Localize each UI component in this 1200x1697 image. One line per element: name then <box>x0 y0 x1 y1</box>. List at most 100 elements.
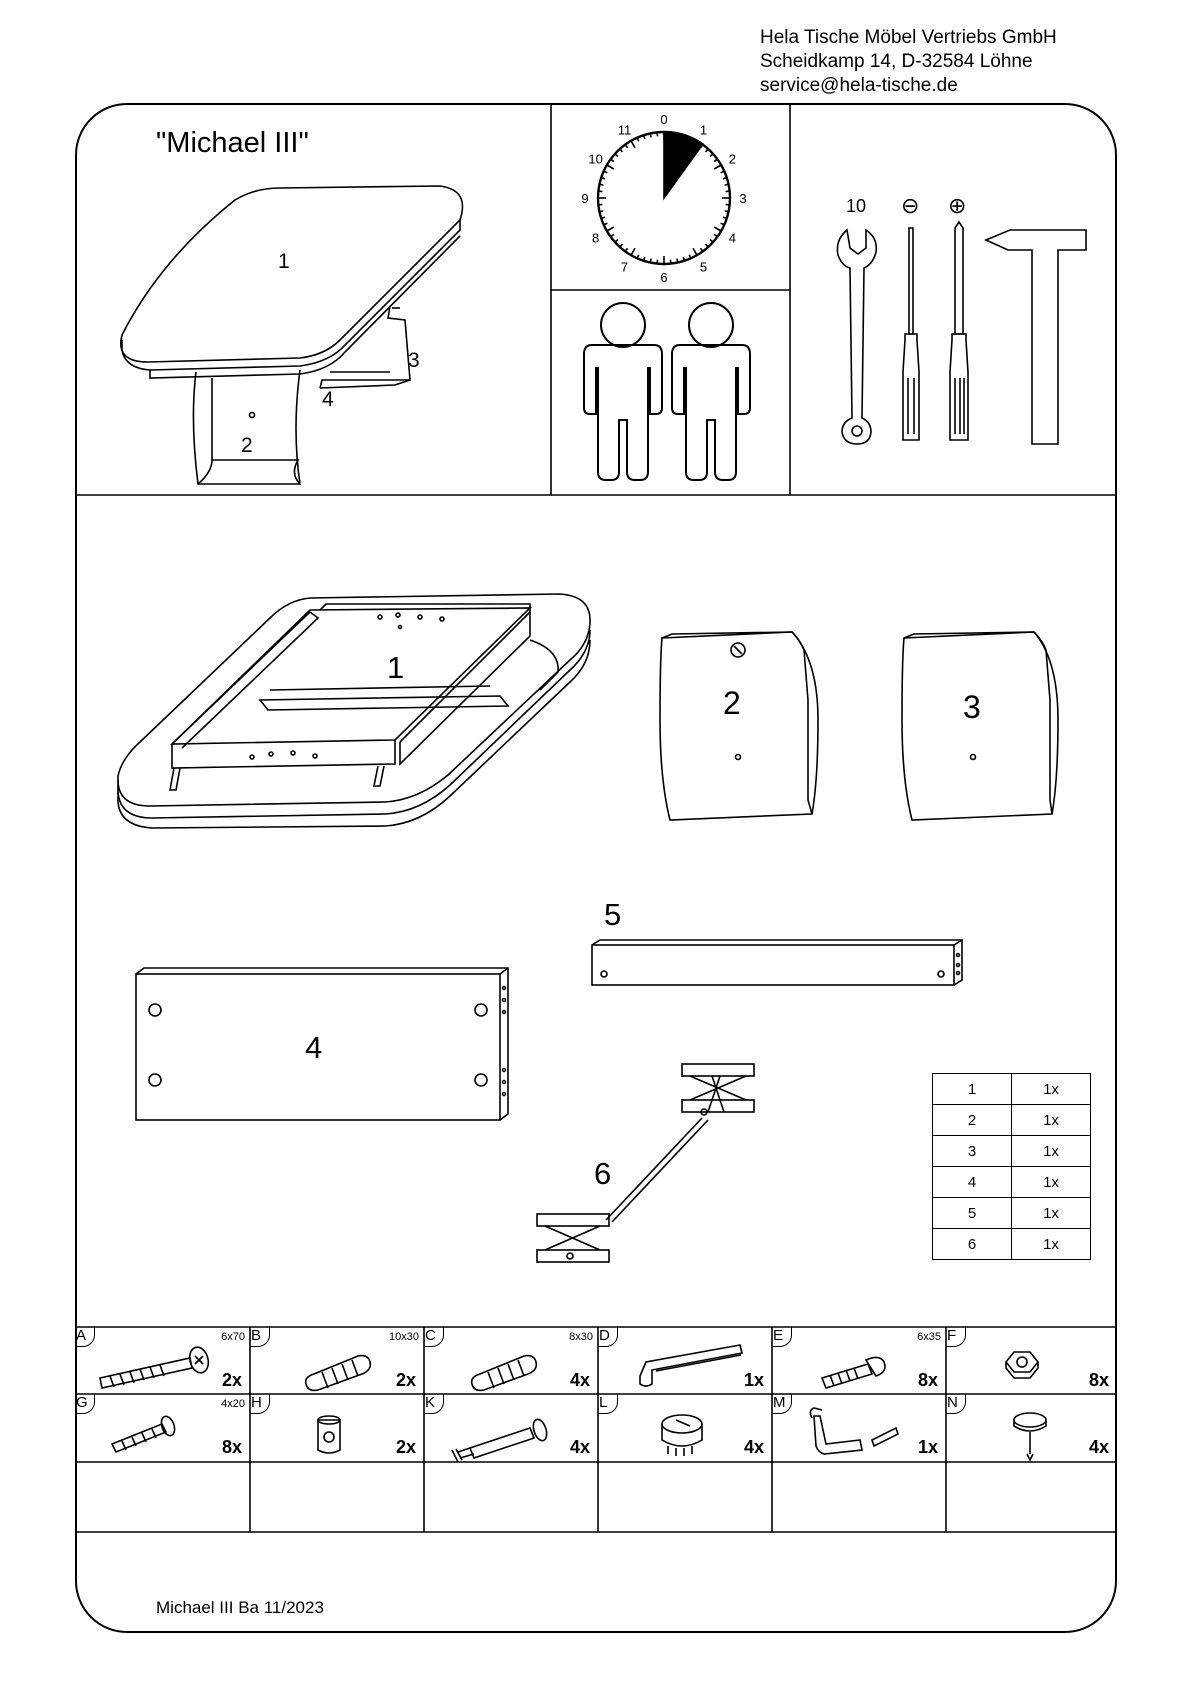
clock-tick <box>599 183 604 186</box>
hardware-L-leveler-icon <box>661 1414 703 1456</box>
company-name: Hela Tische Möbel Vertriebs GmbH <box>760 27 1057 48</box>
clock-tick <box>642 134 646 140</box>
clock-number: 3 <box>739 191 746 206</box>
part-1-tabletop-drawing <box>117 593 591 829</box>
part-qty-cell: 1x <box>1011 1104 1091 1136</box>
clock-number: 7 <box>621 259 628 274</box>
part-6-mechanism-drawing <box>536 1063 755 1263</box>
clock-tick <box>619 148 624 153</box>
phillips-screwdriver-icon <box>949 220 969 441</box>
hardware-letter: A <box>75 1327 95 1347</box>
part-qty-cell: 1x <box>1011 1197 1091 1229</box>
product-title: "Michael III" <box>156 127 309 159</box>
hardware-size: 8x30 <box>569 1331 593 1343</box>
hardware-qty: 8x <box>221 1437 242 1457</box>
clock-tick <box>682 134 686 140</box>
part-label-6: 6 <box>594 1156 611 1191</box>
company-info: Hela Tische Möbel Vertriebs GmbH Scheidk… <box>760 26 1057 98</box>
hardware-N-felt-glide-icon <box>1013 1412 1047 1462</box>
hardware-qty: 2x <box>395 1437 416 1457</box>
overview-label-1: 1 <box>278 250 290 273</box>
clock-icon <box>596 130 732 266</box>
clock-tick <box>720 222 725 226</box>
hardware-size: 4x20 <box>221 1398 245 1410</box>
hardware-C-dowel-icon <box>470 1354 538 1392</box>
hardware-letter: G <box>75 1394 95 1414</box>
clock-tick <box>600 216 606 220</box>
hardware-G-wood-screw-icon <box>110 1415 176 1454</box>
hardware-E-screw-icon <box>820 1356 886 1389</box>
hardware-item: G 4x20 8x <box>75 1394 250 1461</box>
hammer-icon <box>983 229 1087 445</box>
hardware-size: 6x70 <box>221 1331 245 1343</box>
hardware-qty: 1x <box>743 1370 764 1390</box>
clock-number: 11 <box>618 123 632 138</box>
hardware-qty: 4x <box>1088 1437 1109 1457</box>
clock-tick <box>699 144 704 149</box>
clock-tick <box>636 254 640 259</box>
clock-number: 2 <box>729 152 736 167</box>
clock-tick <box>692 140 698 149</box>
clock-number: 5 <box>700 259 707 274</box>
footer-text: Michael III Ba 11/2023 <box>156 1598 324 1617</box>
clock-number: 4 <box>729 231 736 246</box>
clock-number: 6 <box>660 270 667 285</box>
clock-tick <box>724 183 729 186</box>
clock-number: 1 <box>700 123 707 138</box>
overview-label-2: 2 <box>241 434 253 457</box>
clock-tick <box>649 258 652 263</box>
hardware-letter: N <box>946 1394 966 1414</box>
part-number-cell: 1 <box>932 1073 1012 1105</box>
hardware-B-dowel-icon <box>304 1354 372 1392</box>
clock-tick <box>603 222 608 226</box>
clock-tick <box>619 243 624 248</box>
hardware-qty: 1x <box>917 1437 938 1457</box>
clock-tick <box>692 247 698 256</box>
clock-tick <box>603 170 608 174</box>
clock-tick <box>606 164 615 170</box>
hardware-item: N 4x <box>946 1394 1117 1461</box>
part-label-3: 3 <box>963 689 981 725</box>
hardware-letter: L <box>598 1394 618 1414</box>
clock-tick <box>636 137 640 142</box>
part-label-5: 5 <box>604 897 621 932</box>
clock-tick <box>713 158 718 163</box>
hardware-F-nut-icon <box>1004 1351 1040 1379</box>
hardware-letter: C <box>424 1327 444 1347</box>
clock-tick <box>722 176 728 180</box>
clock-tick <box>688 137 692 142</box>
hardware-letter: M <box>772 1394 792 1414</box>
clock-tick <box>642 256 646 262</box>
hardware-K-connector-bolt-icon <box>451 1418 548 1463</box>
clock-tick <box>713 164 722 170</box>
part-qty-cell: 1x <box>1011 1166 1091 1198</box>
wrench-icon <box>836 228 878 445</box>
company-address: Scheidkamp 14, D-32584 Löhne <box>760 51 1033 72</box>
hardware-A-bolt-icon <box>99 1346 210 1389</box>
instruction-frame <box>75 103 1117 1633</box>
clock-tick <box>704 243 709 248</box>
clock-number: 9 <box>581 191 588 206</box>
clock-tick <box>676 133 679 138</box>
two-persons-icon <box>583 302 751 481</box>
clock-tick <box>624 144 629 149</box>
hardware-qty: 8x <box>917 1370 938 1390</box>
clock-tick <box>682 256 686 262</box>
clock-tick <box>610 158 615 163</box>
hardware-qty: 4x <box>569 1370 590 1390</box>
clock-tick <box>649 133 652 138</box>
hardware-qty: 8x <box>1088 1370 1109 1390</box>
hardware-letter: K <box>424 1394 444 1414</box>
overview-label-4: 4 <box>322 388 334 411</box>
clock-tick <box>720 170 725 174</box>
part-label-2: 2 <box>723 685 741 721</box>
